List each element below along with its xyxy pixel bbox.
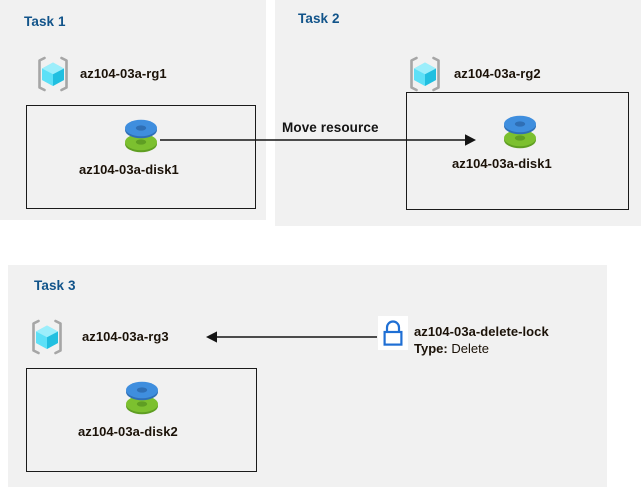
move-resource-connector-label: Move resource [282,120,379,135]
resource-group-icon [406,56,444,92]
resource-group-label: az104-03a-rg2 [454,66,541,81]
move-resource-arrow [160,134,476,146]
task-3-label: Task 3 [34,278,76,293]
disk-icon [119,376,165,418]
disk-icon [118,114,164,156]
disk-label: az104-03a-disk2 [78,424,178,439]
task-1-label: Task 1 [24,14,66,29]
lock-type-row: Type: Delete [414,341,489,356]
disk-icon [497,110,543,152]
resource-group-label: az104-03a-rg1 [80,66,167,81]
lock-name-label: az104-03a-delete-lock [414,324,549,339]
resource-group-icon [28,319,66,355]
lock-icon [378,316,408,350]
task-2-label: Task 2 [298,11,340,26]
lock-type-value: Delete [451,341,489,356]
task-2-resource-box [406,92,629,210]
disk-label: az104-03a-disk1 [452,156,552,171]
lock-type-key: Type: [414,341,448,356]
resource-group-label: az104-03a-rg3 [82,329,169,344]
disk-label: az104-03a-disk1 [79,162,179,177]
resource-group-icon [34,56,72,92]
lock-applies-to-arrow [206,331,377,343]
